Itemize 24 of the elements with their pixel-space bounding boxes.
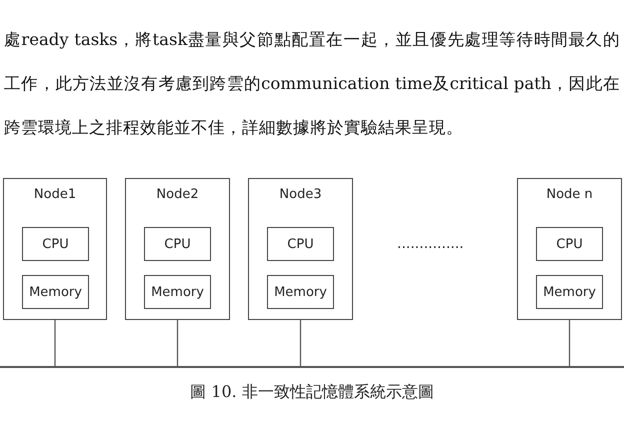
connector-line [54, 320, 56, 366]
node-box [3, 178, 107, 320]
connector-line [176, 320, 178, 366]
component-box: Memory [144, 275, 211, 309]
component-box: CPU [144, 227, 211, 261]
component-box: Memory [267, 275, 334, 309]
node-box [125, 178, 230, 320]
paragraph: 處ready tasks，將task盡量與父節點配置在一起，並且優先處理等待時間最久的工作，此方法並沒有考慮到跨雲的communication time及critical path，因此在跨雲環境上之排程效能並不佳，詳細數據將於實驗結果呈現。 [4, 29, 620, 139]
node-title: Node3 [278, 187, 323, 202]
node-title: Node1 [32, 187, 78, 202]
node-box [517, 178, 622, 320]
connector-line [300, 320, 302, 366]
ellipsis-dots: ............... [397, 236, 464, 252]
node-box [248, 178, 353, 320]
component-box: Memory [22, 275, 89, 309]
node-title: Node2 [155, 187, 200, 202]
bus-line [0, 366, 624, 368]
connector-line [568, 320, 570, 366]
node-title: Node n [545, 187, 594, 202]
component-box: CPU [22, 227, 89, 261]
component-box: Memory [536, 275, 603, 309]
figure-caption: 圖 10. 非一致性記憶體系統示意圖 [189, 382, 435, 403]
component-box: CPU [536, 227, 603, 261]
component-box: CPU [267, 227, 334, 261]
